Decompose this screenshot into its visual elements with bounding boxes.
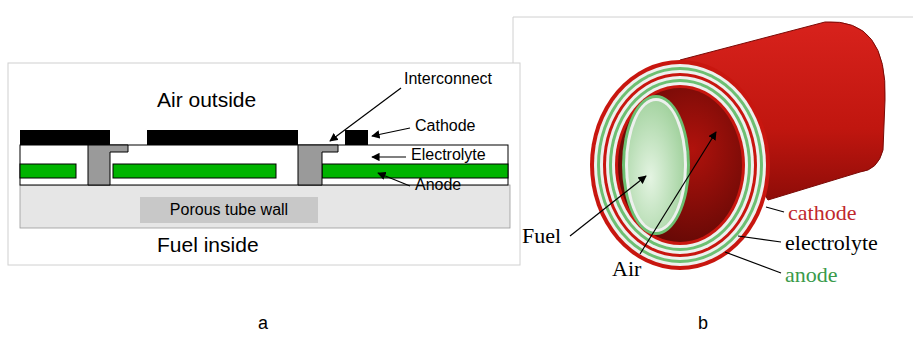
leader-line bbox=[738, 236, 781, 242]
leader-line bbox=[372, 128, 410, 136]
part-label: Cathode bbox=[415, 117, 476, 135]
electrolyte-ring bbox=[612, 82, 748, 248]
part-label: electrolyte bbox=[785, 230, 878, 255]
text-box: Porous tube wall bbox=[140, 197, 318, 223]
cathode-bar bbox=[20, 130, 110, 145]
leader-line bbox=[330, 88, 401, 141]
part-label: Fuel inside bbox=[157, 233, 259, 257]
anode-ring bbox=[622, 95, 690, 235]
box-label: Porous tube wall bbox=[170, 201, 288, 219]
part-label: cathode bbox=[788, 200, 856, 225]
cathode-ring bbox=[603, 73, 757, 257]
part-label: anode bbox=[785, 262, 838, 287]
electrolyte-ring bbox=[600, 70, 760, 260]
part-label: Air outside bbox=[157, 88, 256, 112]
electrolyte-ring bbox=[606, 76, 754, 254]
leader-line bbox=[640, 132, 716, 254]
leader-line bbox=[570, 176, 646, 236]
panel-frame bbox=[8, 63, 520, 265]
part-label: Anode bbox=[415, 176, 461, 194]
part-label: Air bbox=[612, 256, 641, 281]
cathode-bar bbox=[345, 130, 368, 145]
air-channel bbox=[618, 88, 742, 242]
anode-strip bbox=[113, 164, 276, 178]
fuel-channel bbox=[628, 101, 684, 229]
anode-strip bbox=[20, 164, 76, 178]
part-label: Interconnect bbox=[404, 70, 492, 88]
leader-line bbox=[378, 173, 410, 186]
anode-strip bbox=[322, 164, 508, 178]
cathode-ring bbox=[615, 85, 745, 245]
leader-line bbox=[766, 207, 784, 212]
part-label: Electrolyte bbox=[411, 146, 486, 164]
cathode-ring bbox=[590, 60, 770, 270]
anode-ring bbox=[597, 67, 763, 263]
interconnect-pillar bbox=[298, 145, 338, 185]
cathode-bar bbox=[147, 130, 298, 145]
anode-ring bbox=[609, 79, 751, 251]
electrolyte-ring bbox=[594, 64, 766, 266]
panel-letter: b bbox=[698, 313, 708, 334]
interconnect-pillar bbox=[88, 145, 128, 185]
electrolyte-ring bbox=[625, 98, 687, 232]
leader-line bbox=[372, 156, 406, 157]
part-label: Fuel bbox=[522, 223, 561, 248]
leader-line bbox=[725, 252, 781, 273]
panel-letter: a bbox=[258, 313, 268, 334]
